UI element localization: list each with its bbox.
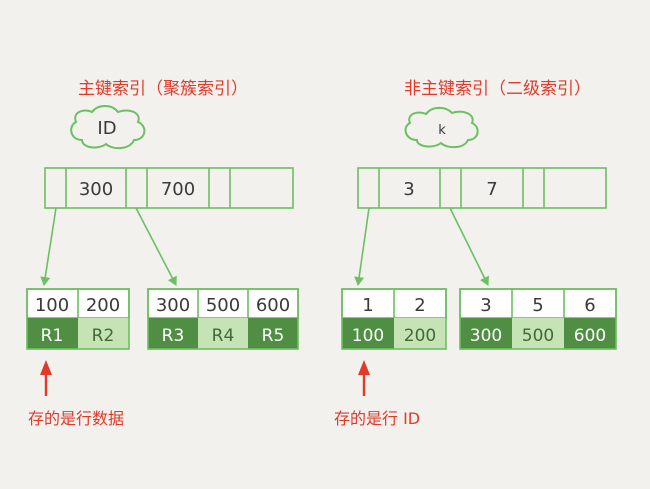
leaf-key: 100 — [35, 295, 69, 316]
leaf-key: 2 — [414, 295, 425, 316]
leaf-value: R1 — [41, 326, 64, 346]
secondary-root-key: 7 — [486, 179, 497, 200]
leaf-key: 6 — [584, 295, 595, 316]
secondary-root-key: 3 — [403, 179, 414, 200]
leaf-value: R2 — [92, 326, 115, 346]
leaf-key: 200 — [86, 295, 120, 316]
clustered-root-key: 300 — [79, 179, 113, 200]
leaf-value: R3 — [162, 326, 185, 346]
clustered-root-key: 700 — [161, 179, 195, 200]
clustered-key-cloud — [70, 105, 146, 150]
clustered-pointer-arrow — [135, 207, 177, 286]
leaf-value: 600 — [574, 326, 606, 346]
clustered-root-node — [44, 167, 294, 209]
secondary-pointer-arrow — [354, 207, 370, 286]
leaf-key: 1 — [362, 295, 373, 316]
clustered-pointer-arrow — [40, 207, 57, 286]
clustered-note-arrow — [40, 360, 52, 396]
secondary-key-cloud — [404, 106, 479, 149]
leaf-value: 100 — [352, 326, 384, 346]
clustered-note: 存的是行数据 — [28, 409, 124, 428]
clustered-leaf-node — [26, 288, 130, 350]
leaf-key: 3 — [480, 295, 491, 316]
leaf-key: 5 — [532, 295, 543, 316]
clustered-leaf-node — [147, 288, 299, 350]
clustered-title: 主键索引（聚簇索引） — [78, 79, 248, 99]
leaf-value: 500 — [522, 326, 554, 346]
leaf-key: 600 — [256, 295, 290, 316]
secondary-title: 非主键索引（二级索引） — [404, 79, 591, 99]
secondary-note: 存的是行 ID — [334, 409, 420, 428]
secondary-leaf-node — [459, 288, 617, 350]
secondary-note-arrow — [358, 360, 370, 396]
leaf-key: 300 — [156, 295, 190, 316]
leaf-key: 500 — [206, 295, 240, 316]
clustered-key-label: ID — [97, 118, 116, 139]
leaf-value: R4 — [212, 326, 235, 346]
secondary-leaf-node — [341, 288, 447, 350]
leaf-value: 200 — [404, 326, 436, 346]
secondary-key-label: k — [438, 123, 446, 138]
secondary-pointer-arrow — [449, 207, 489, 286]
secondary-root-node — [357, 167, 607, 209]
leaf-value: 300 — [470, 326, 502, 346]
leaf-value: R5 — [262, 326, 285, 346]
